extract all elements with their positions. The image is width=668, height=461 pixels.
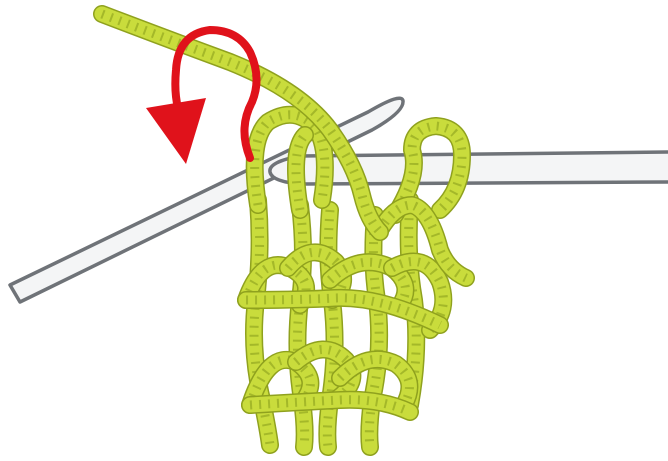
arrow-head (146, 98, 206, 164)
fabric-leg (327, 210, 334, 447)
needle-loop (296, 135, 305, 210)
fabric-leg (369, 215, 379, 447)
knitted-fabric (246, 200, 443, 447)
